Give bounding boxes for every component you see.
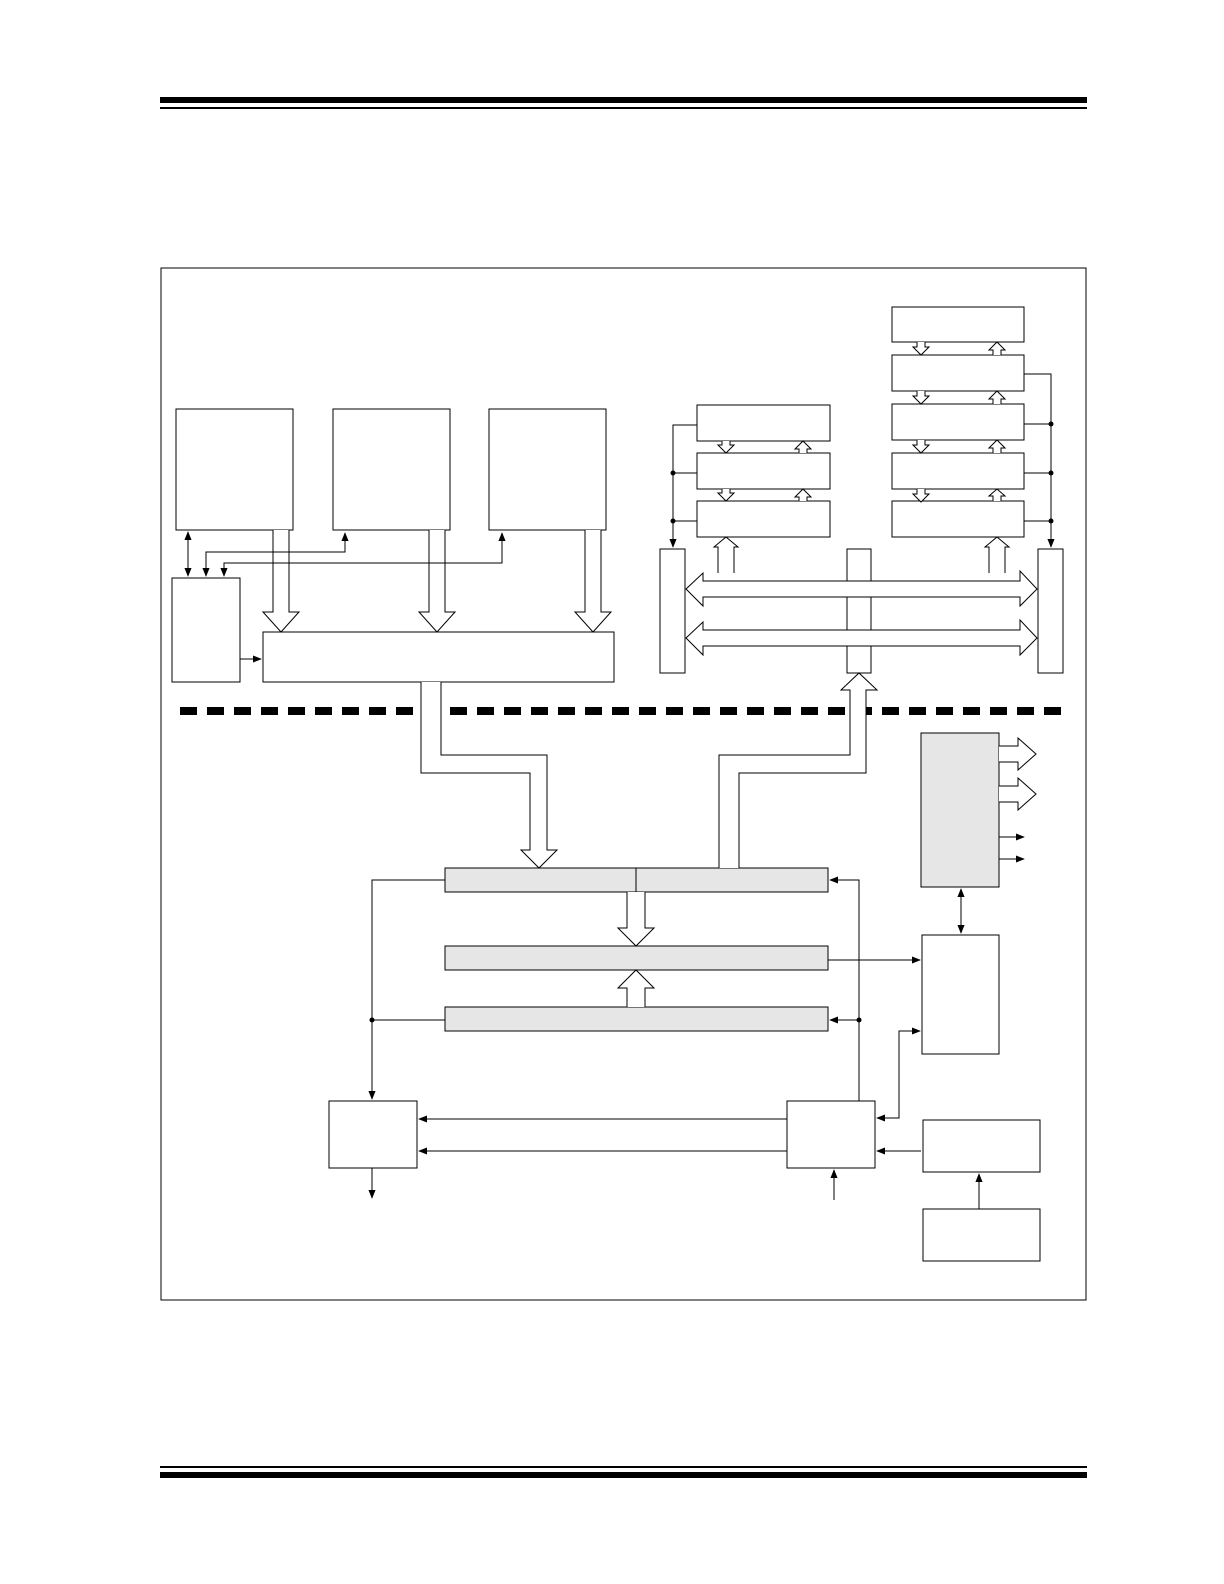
left-stack-arrow-up-2: [793, 488, 813, 501]
register-to-bus-arrow: [718, 672, 879, 868]
right-stack-arrow-up-4: [987, 488, 1007, 501]
right-stack-block-1: [891, 306, 1025, 343]
diagram-frame: [160, 267, 1087, 1301]
source-block-lower: [922, 1208, 1041, 1262]
interface-block: [921, 934, 1000, 1055]
right-stack-block-2: [891, 354, 1025, 392]
register-up-arrow: [616, 969, 656, 1007]
output-arrow-2: [999, 776, 1037, 812]
output-shaded-block: [920, 732, 1000, 888]
top-left-block-2: [332, 408, 451, 531]
right-stack-block-4: [891, 452, 1025, 490]
top-left-block-3: [488, 408, 607, 531]
left-stack-bus-up-arrow: [712, 536, 740, 573]
top-left-block-1: [175, 408, 294, 531]
bus-arrow-3: [573, 530, 613, 633]
register-bottom: [444, 1006, 829, 1032]
right-stack-block-3: [891, 403, 1025, 441]
right-stack-arrow-down-4: [911, 489, 931, 503]
right-stack-block-5: [891, 500, 1025, 538]
bus-arrow-2: [417, 530, 457, 633]
left-stack-arrow-down-2: [716, 489, 736, 502]
right-stack-arrow-up-2: [987, 390, 1007, 404]
left-stack-arrow-up-1: [793, 440, 813, 453]
horizontal-bus-lower: [685, 618, 1038, 657]
right-stack-arrow-down-2: [911, 391, 931, 405]
right-stack-arrow-up-3: [987, 439, 1007, 453]
bottom-right-block: [786, 1100, 876, 1169]
right-stack-arrow-down-1: [911, 342, 931, 356]
footer-rule-thick: [160, 1472, 1087, 1478]
bus-arrow-1: [261, 530, 301, 633]
vertical-bus-left: [659, 548, 686, 674]
left-stack-block-1: [696, 404, 831, 442]
right-stack-bus-up-arrow: [983, 536, 1011, 573]
footer-rule-thin: [160, 1466, 1087, 1468]
wide-bus-block: [262, 631, 615, 683]
horizontal-bus-upper: [685, 569, 1038, 608]
source-block-upper: [922, 1119, 1041, 1173]
right-stack-arrow-down-3: [911, 440, 931, 454]
header-rule-thick: [160, 97, 1087, 103]
bus-to-register-arrow: [420, 682, 559, 869]
controller-block: [171, 577, 241, 683]
left-stack-block-3: [696, 500, 831, 538]
left-stack-arrow-down-1: [716, 441, 736, 454]
register-down-arrow: [616, 892, 656, 947]
bottom-left-block: [328, 1100, 418, 1169]
vertical-bus-middle: [846, 548, 872, 674]
header-rule-thin: [160, 107, 1087, 109]
register-middle: [444, 945, 829, 971]
output-arrow-1: [999, 736, 1037, 772]
right-stack-arrow-up-1: [987, 341, 1007, 355]
vertical-bus-right: [1037, 548, 1064, 674]
left-stack-block-2: [696, 452, 831, 490]
